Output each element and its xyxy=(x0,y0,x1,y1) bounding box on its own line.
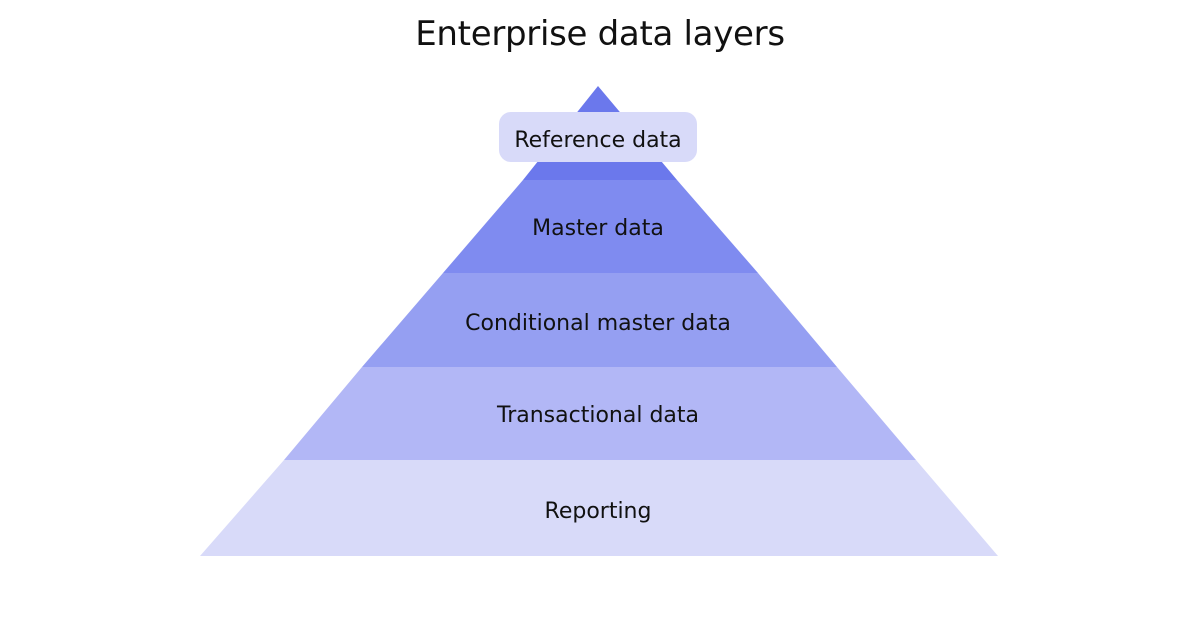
layer-label-master-data: Master data xyxy=(532,216,664,241)
layer-label-reporting: Reporting xyxy=(545,499,652,524)
layer-master-data xyxy=(443,180,758,273)
layer-reporting xyxy=(200,460,998,556)
reference-data-pill xyxy=(499,112,697,162)
layer-label-transactional-data: Transactional data xyxy=(496,403,699,428)
layer-label-reference-data: Reference data xyxy=(514,128,681,153)
layer-transactional-data xyxy=(284,367,916,460)
page-title: Enterprise data layers xyxy=(415,14,785,54)
layer-label-conditional-master-data: Conditional master data xyxy=(465,311,731,336)
layer-conditional-master-data xyxy=(362,273,837,367)
